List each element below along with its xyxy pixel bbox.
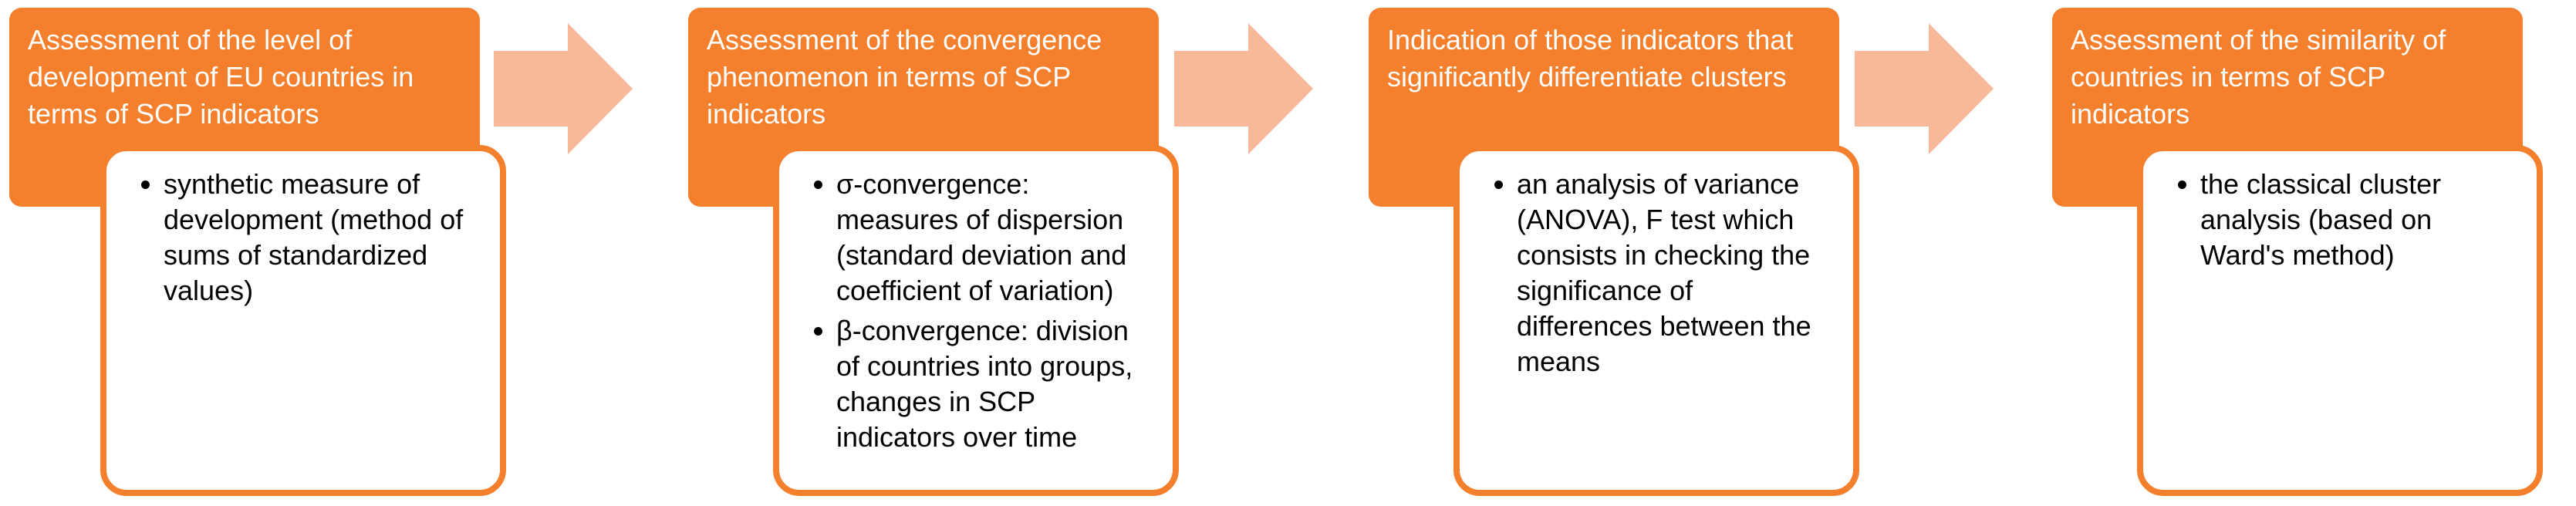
step-4-detail-item-1: the classical cluster analysis (based on… <box>2200 167 2517 273</box>
step-2-detail-item-2: β-convergence: division of countries int… <box>836 313 1153 455</box>
step-1-title: Assessment of the level of development o… <box>28 24 414 130</box>
arrow-2-shape <box>1174 23 1313 154</box>
arrow-3-shape <box>1855 23 1994 154</box>
arrow-right-icon <box>494 23 633 154</box>
step-3-detail-list: an analysis of variance (ANOVA), F test … <box>1480 167 1833 380</box>
step-3-title: Indication of those indicators that sign… <box>1387 24 1794 93</box>
step-4-detail-list: the classical cluster analysis (based on… <box>2163 167 2517 273</box>
step-3-detail-box: an analysis of variance (ANOVA), F test … <box>1453 145 1859 496</box>
step-4-title: Assessment of the similarity of countrie… <box>2071 24 2446 130</box>
arrow-right-icon <box>1174 23 1313 154</box>
arrow-right-icon <box>1855 23 1994 154</box>
step-4-detail-box: the classical cluster analysis (based on… <box>2137 145 2543 496</box>
step-2-detail-list: σ-convergence: measures of dispersion (s… <box>799 167 1153 455</box>
step-1-detail-item-1: synthetic measure of development (method… <box>164 167 480 309</box>
step-3-detail-item-1: an analysis of variance (ANOVA), F test … <box>1517 167 1833 380</box>
step-1-detail-list: synthetic measure of development (method… <box>127 167 480 309</box>
arrow-1-shape <box>494 23 633 154</box>
step-2-title: Assessment of the convergence phenomenon… <box>707 24 1102 130</box>
step-1-detail-box: synthetic measure of development (method… <box>100 145 506 496</box>
step-2-detail-box: σ-convergence: measures of dispersion (s… <box>773 145 1179 496</box>
step-2-detail-item-1: σ-convergence: measures of dispersion (s… <box>836 167 1153 309</box>
